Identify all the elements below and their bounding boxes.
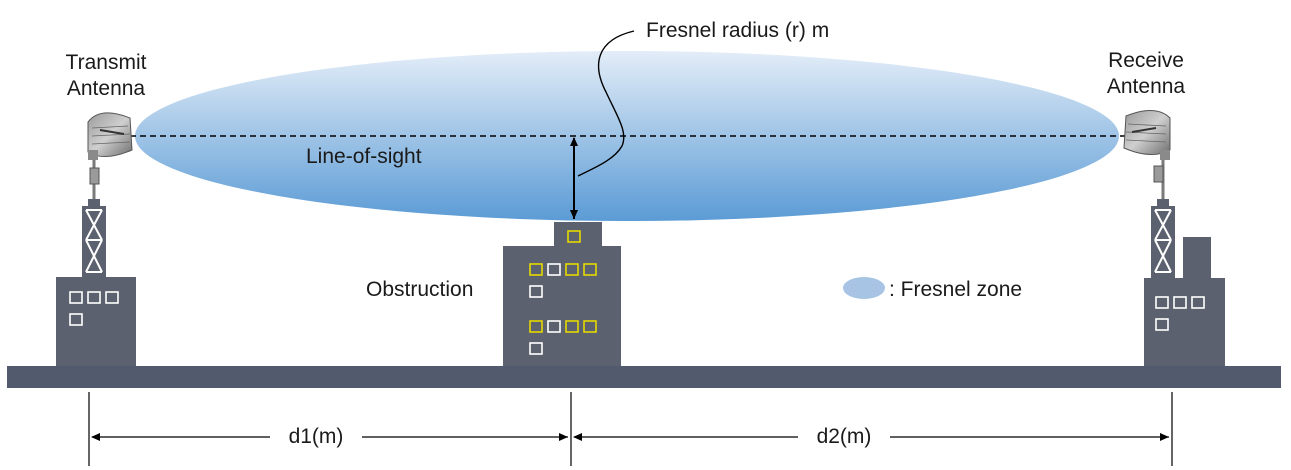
legend-fresnel-swatch <box>843 277 885 299</box>
transmit-tower <box>82 160 106 277</box>
receive-building <box>1144 237 1225 366</box>
receive-tower <box>1151 160 1175 278</box>
receive-antenna-label: Receive Antenna <box>1088 48 1204 100</box>
line-of-sight-label: Line-of-sight <box>306 145 422 168</box>
transmit-label-line1: Transmit <box>65 51 147 74</box>
receive-label-line1: Receive <box>1108 49 1184 72</box>
d1-label: d1(m) <box>288 425 344 448</box>
receive-label-line2: Antenna <box>1106 75 1186 98</box>
transmit-antenna-icon <box>87 112 133 160</box>
obstruction-building <box>503 222 621 366</box>
receive-antenna-icon <box>1123 110 1171 160</box>
transmit-label-line2: Antenna <box>66 77 146 100</box>
transmit-building <box>56 277 136 366</box>
d2-label: d2(m) <box>816 425 872 448</box>
obstruction-label: Obstruction <box>366 278 474 301</box>
fresnel-zone-ellipse <box>135 51 1119 221</box>
fresnel-radius-label: Fresnel radius (r) m <box>646 19 830 42</box>
legend-label: : Fresnel zone <box>889 278 1023 301</box>
transmit-antenna-label: Transmit Antenna <box>48 50 164 102</box>
fresnel-radius-leader <box>577 30 635 177</box>
ground <box>7 366 1281 388</box>
